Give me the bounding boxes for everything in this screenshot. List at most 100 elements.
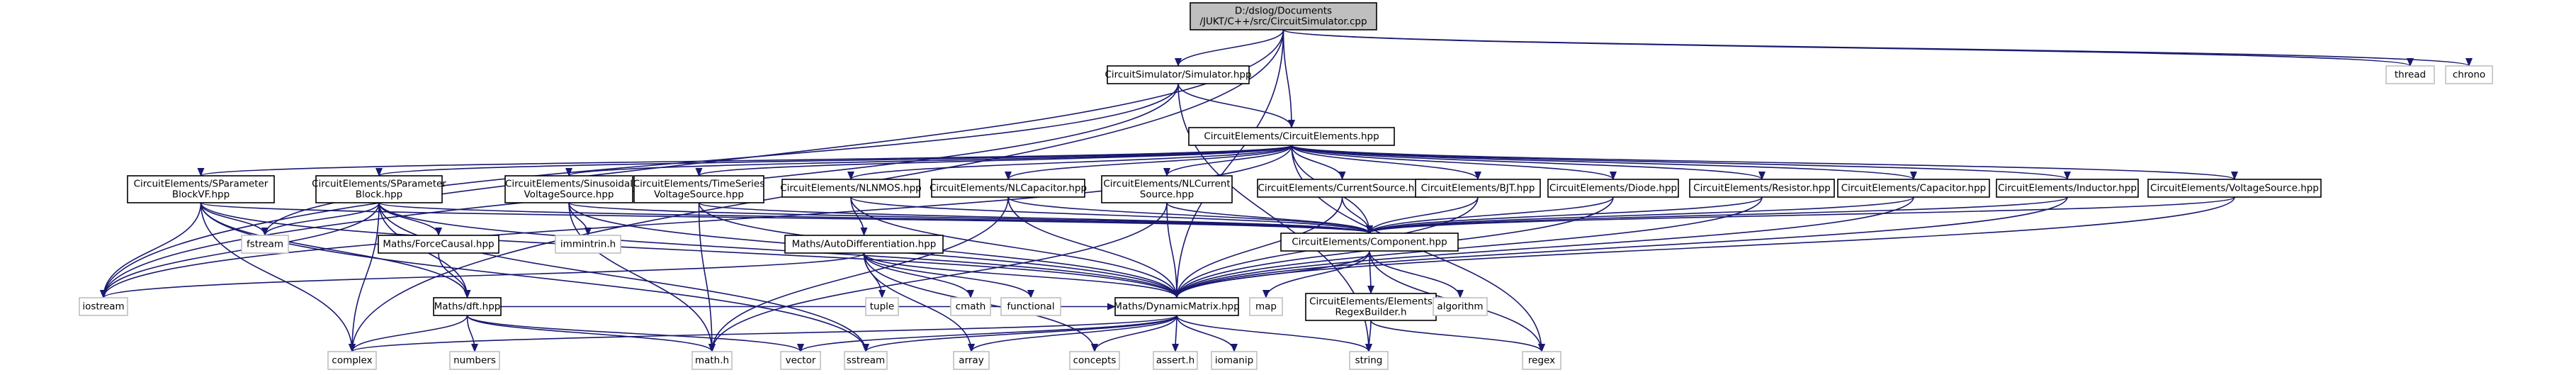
edge-dm-to-sstream [862,315,1177,352]
node-box [327,351,377,370]
node-cmath: cmath [950,297,991,316]
node-box [378,235,499,254]
edge-nlcur-to-mathh [708,202,1168,352]
node-label: concepts [1073,355,1117,366]
node-box [931,179,1085,198]
edge-ts-to-comp [698,202,1373,234]
node-dm[interactable]: Maths/DynamicMatrix.hpp [1114,297,1240,316]
edge-ce-to-nlcap [1005,145,1292,180]
edge-spb-to-fc [378,202,442,236]
node-label: CircuitElements/NLCapacitor.hpp [930,183,1087,194]
node-label: sstream [847,355,885,366]
node-box [1522,351,1561,370]
node-root[interactable]: D:/dslog/Documents/JUKT/C++/src/CircuitS… [1190,2,1377,30]
node-box [1153,351,1198,370]
edge-dft-to-mathh [466,315,716,352]
node-box [1547,179,1679,198]
edge-nlcur-to-dm [1166,202,1180,298]
node-label: CircuitElements/Sinusoidal [505,179,633,190]
node-label: Maths/ForceCausal.hpp [383,239,494,250]
node-vs[interactable]: CircuitElements/VoltageSource.hpp [2147,179,2322,198]
node-label: Source.hpp [1140,189,1194,201]
node-capa[interactable]: CircuitElements/Capacitor.hpp [1837,179,1990,198]
node-box [127,175,275,203]
node-label: Maths/AutoDifferentiation.hpp [792,239,937,250]
edge-nlcur-to-comp [1166,202,1373,234]
node-dft[interactable]: Maths/dft.hpp [433,297,502,316]
node-label: /JUKT/C++/src/CircuitSimulator.cpp [1199,16,1367,28]
edge-autodiff-to-cmath [863,252,974,298]
node-autodiff[interactable]: Maths/AutoDifferentiation.hpp [784,235,944,254]
node-box [555,235,621,254]
node-regex: regex [1522,351,1561,370]
node-label: CircuitElements/VoltageSource.hpp [2150,183,2319,194]
node-asserth: assert.h [1153,351,1198,370]
node-box [504,175,633,203]
node-fc[interactable]: Maths/ForceCausal.hpp [378,235,499,254]
node-label: CircuitElements/SParameter [134,179,269,190]
edge-spb-to-dm [378,202,1180,298]
node-ts[interactable]: CircuitElements/TimeSeriesVoltageSource.… [633,175,764,203]
node-label: RegexBuilder.h [1335,307,1406,318]
edge-nlcap-to-comp [1007,196,1373,234]
node-bjt[interactable]: CircuitElements/BJT.hpp [1415,179,1541,198]
edge-ce-to-cursrc [1291,145,1346,180]
edge-dm-to-vector [797,315,1177,352]
edge-dm-to-array [968,315,1177,352]
node-label: CircuitElements/CircuitElements.hpp [1204,131,1379,142]
node-label: immintrin.h [560,239,616,250]
node-box [1188,127,1395,146]
node-cursrc[interactable]: CircuitElements/CurrentSource.hpp [1257,179,1428,198]
node-nlnmos[interactable]: CircuitElements/NLNMOS.hpp [780,179,922,198]
edge-ind-to-comp [1366,196,2068,234]
nodes-layer: D:/dslog/Documents/JUKT/C++/src/CircuitS… [79,2,2493,370]
node-label: CircuitSimulator/Simulator.hpp [1105,69,1251,81]
node-box [865,297,899,316]
node-iomanip: iomanip [1211,351,1258,370]
node-ce[interactable]: CircuitElements/CircuitElements.hpp [1188,127,1395,146]
edge-dm-to-complex [349,315,1177,352]
node-label: VoltageSource.hpp [654,189,744,201]
node-ind[interactable]: CircuitElements/Inductor.hpp [1996,179,2139,198]
node-diode[interactable]: CircuitElements/Diode.hpp [1547,179,1679,198]
node-chrono: chrono [2445,65,2493,84]
node-box [315,175,443,203]
edge-res-to-comp [1366,196,1763,234]
node-comp[interactable]: CircuitElements/Component.hpp [1280,233,1459,252]
node-label: chrono [2453,69,2485,81]
edge-ce-to-sinus [565,145,1292,177]
node-label: CircuitElements/BJT.hpp [1421,183,1535,194]
edge-ce-to-nlcur [1163,145,1292,177]
node-label: iomanip [1215,355,1253,366]
node-box [1433,297,1488,316]
edge-dm-to-concepts [1091,315,1177,352]
edge-nlcap-to-mathh [708,196,1009,352]
node-label: Maths/DynamicMatrix.hpp [1114,301,1239,313]
edge-root-to-sim [1175,29,1284,67]
edge-ce-to-ind [1291,145,2071,180]
node-nlcap[interactable]: CircuitElements/NLCapacitor.hpp [930,179,1087,198]
node-box [1069,351,1120,370]
node-functional: functional [1000,297,1061,316]
node-box [780,351,821,370]
node-label: CircuitElements/NLCurrent [1103,179,1230,190]
edge-dm-to-iomanip [1176,315,1238,352]
edge-spb-to-complex [349,202,380,352]
node-label: assert.h [1156,355,1194,366]
node-label: algorithm [1437,301,1483,313]
edge-spbvf-to-complex [200,202,356,352]
edge-ce-to-res [1291,145,1766,180]
node-box [784,235,944,254]
node-sim[interactable]: CircuitSimulator/Simulator.hpp [1105,65,1252,84]
node-res[interactable]: CircuitElements/Resistor.hpp [1689,179,1835,198]
edge-root-to-dm [1173,29,1284,298]
node-label: VoltageSource.hpp [524,189,614,201]
node-box [1837,179,1990,198]
edge-nlnmos-to-dm [850,196,1180,298]
node-sinus[interactable]: CircuitElements/SinusoidalVoltageSource.… [504,175,633,203]
